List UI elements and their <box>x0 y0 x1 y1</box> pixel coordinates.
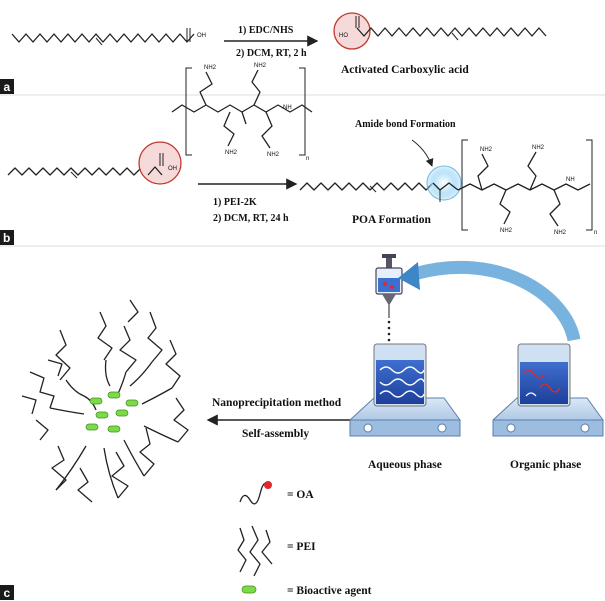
poa-formation-label: POA Formation <box>352 214 431 226</box>
bioactive-agents <box>85 391 139 433</box>
activated-acid-chain <box>356 27 547 37</box>
panel-c-tag: c <box>0 585 14 600</box>
double-bond-mark <box>95 37 103 46</box>
panel-b-tag: b <box>0 230 14 245</box>
drop-dots <box>387 320 391 348</box>
panel-c: Nanoprecipitation method Self-assembly <box>21 254 604 597</box>
carboxyl-highlight-circle <box>333 12 371 50</box>
panel-a-label: a <box>4 80 11 94</box>
oleic-acid-chain <box>11 33 195 43</box>
poa-chain <box>299 182 434 191</box>
transfer-arrowhead <box>398 262 420 290</box>
pei-structure-product: NH2 NH2 NH2 NH2 NH n <box>457 139 597 236</box>
amide-bond-glow <box>426 165 462 201</box>
reaction-step1-a: 1) EDC/NHS <box>238 25 294 36</box>
pei-structure-reagent: NH2 NH2 NH2 NH2 NH n <box>171 63 313 162</box>
reaction-step2-a: 2) DCM, RT, 2 h <box>236 48 307 59</box>
reactant-oh-b: OH <box>168 166 177 172</box>
aqueous-phase-label: Aqueous phase <box>368 459 442 471</box>
product-ho-label: HO <box>339 33 348 39</box>
organic-stirrer <box>492 343 604 437</box>
syringe-icon <box>375 254 403 318</box>
svg-text:NH2: NH2 <box>225 150 238 156</box>
reactant-chain-b <box>7 167 149 176</box>
svg-text:NH2: NH2 <box>554 230 567 236</box>
svg-text:NH2: NH2 <box>480 147 493 153</box>
legend-pei-label: = PEI <box>287 541 316 553</box>
poa-double-bond <box>369 185 377 193</box>
oleic-acid-chain-icon <box>239 481 272 505</box>
reaction-step2-b: 2) DCM, RT, 24 h <box>213 213 289 224</box>
panel-a-tag: a <box>0 79 14 94</box>
svg-text:NH2: NH2 <box>267 152 280 158</box>
bioactive-agent-pill-icon <box>241 585 257 594</box>
carboxyl-chain-end-b <box>147 166 163 176</box>
legend: = OA = PEI = Bioactive agent <box>237 481 372 597</box>
micelle-assembly <box>21 299 189 503</box>
self-assembly-label: Self-assembly <box>242 428 309 440</box>
aqueous-stirrer <box>349 343 461 437</box>
legend-bioactive-label: = Bioactive agent <box>287 585 372 597</box>
panel-b-label: b <box>3 231 10 245</box>
organic-phase-label: Organic phase <box>510 459 581 471</box>
product-double-bond-mark <box>451 32 459 41</box>
svg-text:NH2: NH2 <box>254 63 267 69</box>
svg-text:NH2: NH2 <box>500 228 513 234</box>
activated-acid-label: Activated Carboxylic acid <box>341 64 469 76</box>
panel-a: OH 1) EDC/NHS 2) DCM, RT, 2 h HO Activat… <box>11 12 547 76</box>
svg-text:NH2: NH2 <box>532 145 545 151</box>
svg-text:NH: NH <box>283 105 292 111</box>
reactant-oh-label: OH <box>197 33 206 39</box>
svg-text:NH: NH <box>566 177 575 183</box>
reactant-double-bond-b <box>70 171 78 179</box>
panel-c-label: c <box>4 586 11 600</box>
amide-bond-label: Amide bond Formation <box>355 119 456 130</box>
product-subscript-n: n <box>594 230 597 236</box>
reaction-step1-b: 1) PEI-2K <box>213 197 257 208</box>
panel-b: OH NH2 NH2 NH2 NH2 NH n 1) PEI-2K 2) DCM… <box>7 63 597 236</box>
reagent-subscript-n: n <box>306 156 309 162</box>
nanoprecipitation-label: Nanoprecipitation method <box>212 397 342 409</box>
pei-branch-icon <box>237 525 273 577</box>
amide-linkage <box>432 182 459 191</box>
svg-text:NH2: NH2 <box>204 65 217 71</box>
legend-oa-label: = OA <box>287 489 314 501</box>
transfer-curve-arrow <box>412 260 581 342</box>
amide-pointer-arrow <box>411 139 434 167</box>
